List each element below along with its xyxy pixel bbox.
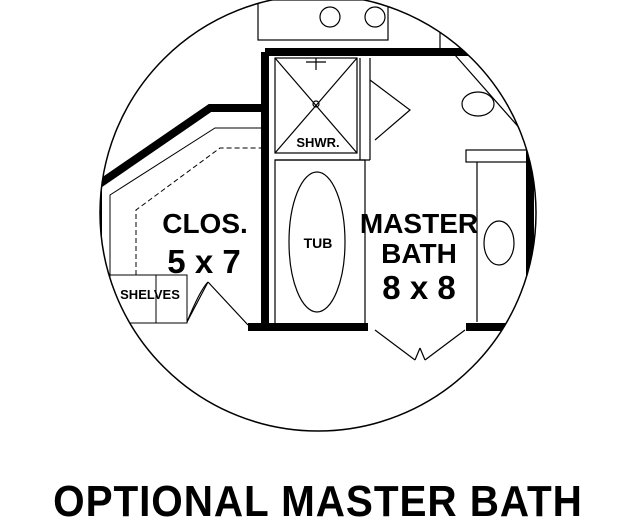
bath-name-label-1: MASTER [360,208,478,239]
shower-stall [274,57,411,161]
bath-size-label: 8 x 8 [382,269,455,306]
closet-inner-lines [109,127,262,324]
bath-double-door [374,329,466,361]
shelves-label: SHELVES [120,287,180,302]
shower-label: SHWR. [296,135,339,150]
diagram-caption: OPTIONAL MASTER BATH [53,477,583,526]
tub-label: TUB [304,235,333,251]
upper-room-fixtures [257,0,441,48]
vanity [454,54,531,322]
closet-door [186,281,249,326]
closet-size-label: 5 x 7 [167,243,240,280]
closet-name-label: CLOS. [162,208,248,239]
tub [274,159,366,326]
bath-name-label-2: BATH [381,238,457,269]
